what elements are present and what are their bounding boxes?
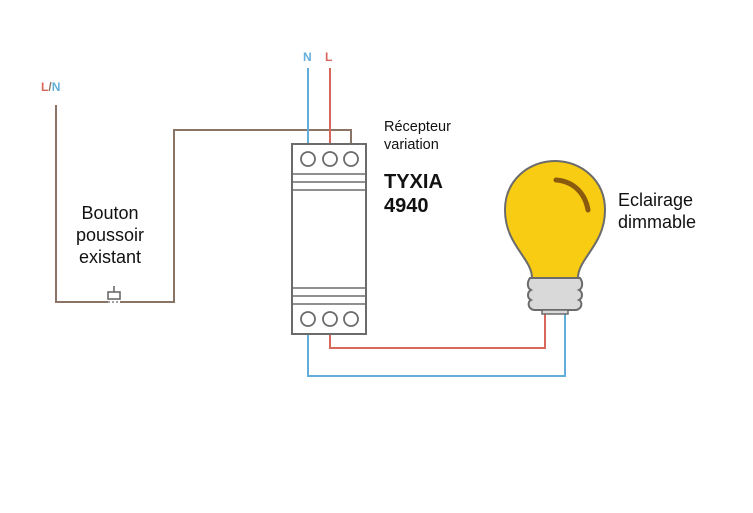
- terminal-screw: [300, 311, 316, 327]
- terminal-screw: [300, 151, 316, 167]
- push-button-label-line2: poussoir: [75, 225, 145, 245]
- receiver-description: Récepteur variation: [384, 118, 451, 154]
- receiver-line2: variation: [384, 137, 439, 153]
- supply-terminal-label: L/N: [41, 80, 60, 94]
- light-bulb-icon: [503, 159, 607, 315]
- lamp-label-line1: Eclairage: [618, 190, 694, 210]
- push-button-symbol: [107, 286, 121, 303]
- lamp-label: Eclairage dimmable: [618, 189, 696, 233]
- push-button-label: Bouton poussoir existant: [70, 202, 150, 268]
- terminal-screw: [322, 151, 338, 167]
- receiver-line1: Récepteur: [384, 119, 451, 135]
- neutral-output-wire: [307, 312, 566, 377]
- receiver-model-line2: 4940: [384, 195, 429, 217]
- neutral-letter: N: [51, 80, 61, 94]
- push-button-label-line3: existant: [78, 247, 142, 267]
- live-terminal-label: L: [325, 50, 333, 64]
- push-button-label-line1: Bouton: [81, 203, 139, 223]
- brown-wire: [55, 105, 352, 303]
- lamp-label-line2: dimmable: [618, 212, 697, 232]
- live-output-wire: [329, 312, 546, 349]
- receiver-model: TYXIA 4940: [384, 170, 443, 218]
- terminal-screw: [343, 311, 359, 327]
- live-letter: L: [41, 80, 49, 94]
- receiver-model-line1: TYXIA: [384, 171, 443, 193]
- separator: /: [48, 80, 52, 94]
- terminal-screw: [343, 151, 359, 167]
- receiver-module: [291, 143, 367, 335]
- neutral-terminal-label: N: [303, 50, 312, 64]
- terminal-screw: [322, 311, 338, 327]
